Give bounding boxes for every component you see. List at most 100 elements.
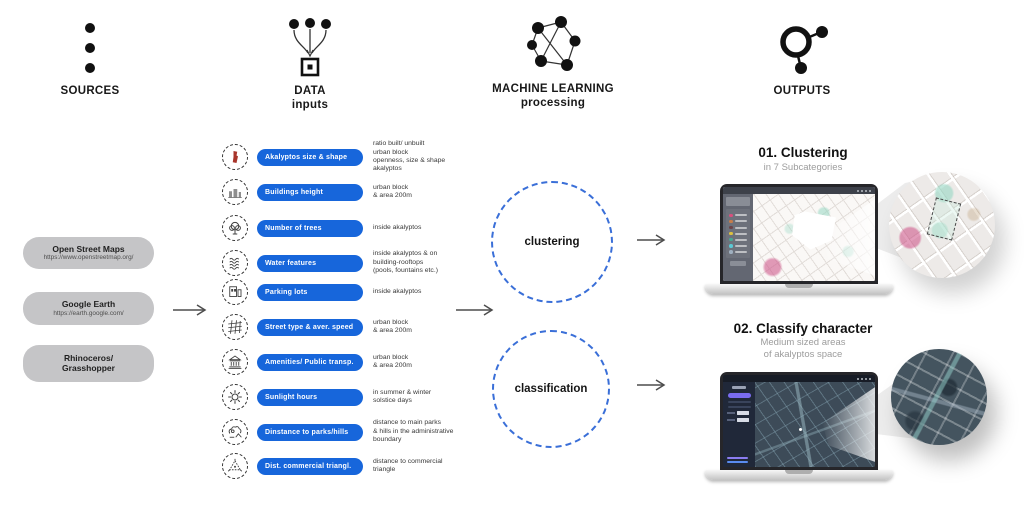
app-1-sidebar (723, 194, 753, 281)
source-box-google-earth: Google Earth https://earth.google.com/ (23, 292, 154, 325)
data-aggregation-icon (289, 18, 331, 77)
data-input-note: urban block & area 200m (373, 318, 412, 334)
data-input-note: distance to main parks & hills in the ad… (373, 419, 454, 444)
clustering-circle: clustering (491, 181, 613, 303)
map-light (753, 194, 875, 281)
legend-item (729, 213, 747, 218)
data-input-row: Dist. commercial triangl. distance to co… (222, 448, 474, 484)
data-input-pill: Amenities/ Public transp. (257, 353, 363, 371)
header-ml-label: MACHINE LEARNING (492, 83, 614, 95)
data-input-pill: Akalyptos size & shape (257, 148, 363, 166)
data-input-pill: Dist. commercial triangl. (257, 457, 363, 475)
water-waves-icon (222, 250, 248, 276)
magnifier-circle-2 (891, 349, 987, 445)
network-graph-icon (527, 16, 581, 71)
laptop-1-screen (720, 184, 878, 284)
screen-highlight-beam (821, 199, 875, 276)
map-dark (755, 382, 875, 467)
data-input-row: Number of trees inside akalyptos (222, 210, 474, 246)
source-title: Open Street Maps (52, 243, 125, 254)
app-2-sidebar (723, 382, 755, 467)
laptop-mockup-1 (705, 184, 893, 294)
flow-arrow-sources-to-inputs (173, 304, 207, 316)
data-input-row: Sunlight hours in summer & winter solsti… (222, 379, 474, 415)
buildings-icon (222, 179, 248, 205)
data-input-note: ratio built/ unbuilt urban block opennes… (373, 140, 446, 173)
accent-bar (727, 456, 748, 459)
classification-circle: classification (492, 330, 610, 448)
data-input-pill: Street type & aver. speed (257, 318, 363, 336)
data-input-note: distance to commercial triangle (373, 457, 443, 473)
data-input-pill: Parking lots (257, 283, 363, 301)
screen-highlight-beam (822, 387, 875, 462)
app-1-sidebar-header (726, 197, 750, 206)
laptop-2-screen (720, 372, 878, 470)
laptop-2-base (705, 470, 893, 480)
legend-item (729, 219, 747, 224)
app-2-logo (732, 386, 746, 389)
data-input-pill: Number of trees (257, 219, 363, 237)
header-outputs: OUTPUTS (746, 18, 858, 99)
park-hills-icon (222, 419, 248, 445)
header-machine-learning: MACHINE LEARNING processing (483, 14, 623, 111)
magnifier-circle-1 (889, 172, 995, 278)
data-input-row: Water features inside akalyptos & on bui… (222, 245, 474, 281)
legend-item (729, 237, 747, 242)
output-2-subtitle: Medium sized areas of akalyptos space (760, 337, 846, 360)
data-input-note: inside akalyptos & on building-rooftops … (373, 250, 438, 275)
header-data-sublabel: inputs (291, 98, 329, 111)
output-1-subtitle: in 7 Subcategories (763, 162, 843, 173)
selected-block-outline (927, 196, 962, 241)
legend-list (726, 209, 750, 259)
source-box-rhinoceros: Rhinoceros/ Grasshopper (23, 345, 154, 382)
app-2-topbar (723, 375, 875, 382)
app-1-topbar (723, 187, 875, 194)
header-data-inputs: DATA inputs (258, 18, 362, 113)
laptop-mockup-2 (705, 372, 893, 480)
app-screenshot-dark (723, 375, 875, 467)
header-sources: SOURCES (38, 22, 142, 99)
three-dots-vertical-icon (85, 23, 95, 73)
app-screenshot-light (723, 187, 875, 281)
header-ml-sublabel: processing (520, 96, 586, 109)
clustering-label: clustering (524, 236, 580, 248)
source-url: https://www.openstreetmap.org/ (43, 254, 134, 262)
output-node-icon (780, 26, 828, 74)
accent-bar (727, 460, 748, 463)
legend-item (729, 225, 747, 230)
flow-arrow-classification-to-output (637, 379, 666, 391)
app-2-legend-bars (727, 455, 748, 463)
data-input-pill: Buildings height (257, 183, 363, 201)
akalyptos-shape-icon (222, 144, 248, 170)
source-title-line2: Grasshopper (62, 363, 115, 374)
data-input-row: Akalyptos size & shape ratio built/ unbu… (222, 139, 474, 175)
triangle-arrows-icon (222, 453, 248, 479)
header-sources-label: SOURCES (60, 85, 120, 97)
app-2-accent-button (727, 393, 751, 398)
street-grid-icon (222, 314, 248, 340)
data-input-pill: Water features (257, 254, 363, 272)
legend-item (729, 231, 747, 236)
output-1-title: 01. Clustering (758, 145, 848, 160)
source-title: Rhinoceros/ (63, 352, 114, 363)
source-url: https://earth.google.com/ (53, 309, 124, 317)
source-box-openstreetmap: Open Street Maps https://www.openstreetm… (23, 237, 154, 269)
source-title: Google Earth (61, 299, 116, 310)
flow-arrow-inputs-to-processing (456, 304, 494, 316)
data-input-pill: Sunlight hours (257, 388, 363, 406)
data-input-note: inside akalyptos (373, 223, 422, 231)
data-input-note: inside akalyptos (373, 287, 422, 295)
data-input-row: Street type & aver. speed urban block & … (222, 309, 474, 345)
highlight-origin-dot (799, 427, 803, 431)
data-input-pill: Dinstance to parks/hills (257, 423, 363, 441)
sun-icon (222, 384, 248, 410)
flow-arrow-clustering-to-output (637, 234, 666, 246)
laptop-1-base (705, 284, 893, 294)
output-2-title: 02. Classify character (733, 321, 873, 336)
data-input-row: Parking lots inside akalyptos (222, 274, 474, 310)
header-data-label: DATA (294, 85, 326, 97)
parking-icon (222, 279, 248, 305)
data-input-row: Buildings height urban block & area 200m (222, 174, 474, 210)
legend-item (729, 244, 747, 248)
